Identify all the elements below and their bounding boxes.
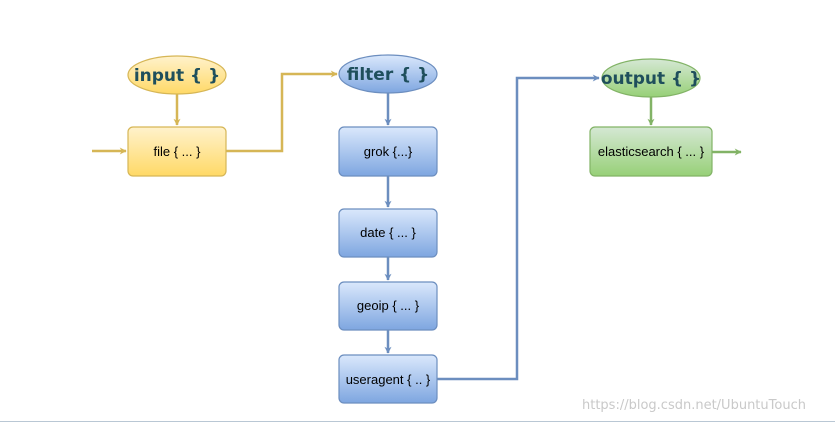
filter-header-ellipse[interactable] — [338, 54, 438, 94]
arrow-useragent-to-output — [437, 74, 600, 381]
watermark-text: https://blog.csdn.net/UbuntuTouch — [582, 398, 806, 413]
grok-label: grok {...} — [364, 144, 413, 159]
filter-section: filter { } grok {...} date { ... } geoip… — [338, 54, 438, 404]
bottom-divider — [0, 421, 835, 422]
filter-header-label: filter { } — [347, 65, 430, 85]
connectors — [92, 70, 742, 381]
output-section: output { } elasticsearch { ... } — [589, 58, 713, 177]
arrow-file-to-filter — [226, 70, 338, 153]
useragent-box[interactable] — [338, 354, 438, 404]
input-header-label: input { } — [134, 66, 220, 86]
file-box[interactable] — [127, 126, 227, 177]
geoip-box[interactable] — [338, 281, 438, 331]
elasticsearch-label: elasticsearch { ... } — [598, 144, 705, 159]
geoip-label: geoip { ... } — [357, 298, 420, 313]
output-header-ellipse[interactable] — [601, 58, 701, 98]
grok-box[interactable] — [338, 126, 438, 177]
file-label: file { ... } — [154, 144, 202, 159]
elasticsearch-box[interactable] — [589, 126, 713, 177]
useragent-label: useragent { .. } — [346, 372, 431, 387]
output-header-label: output { } — [601, 69, 701, 89]
input-header-ellipse[interactable] — [127, 55, 227, 95]
date-box[interactable] — [338, 208, 438, 258]
input-section: input { } file { ... } — [127, 55, 227, 177]
date-label: date { ... } — [360, 225, 416, 240]
